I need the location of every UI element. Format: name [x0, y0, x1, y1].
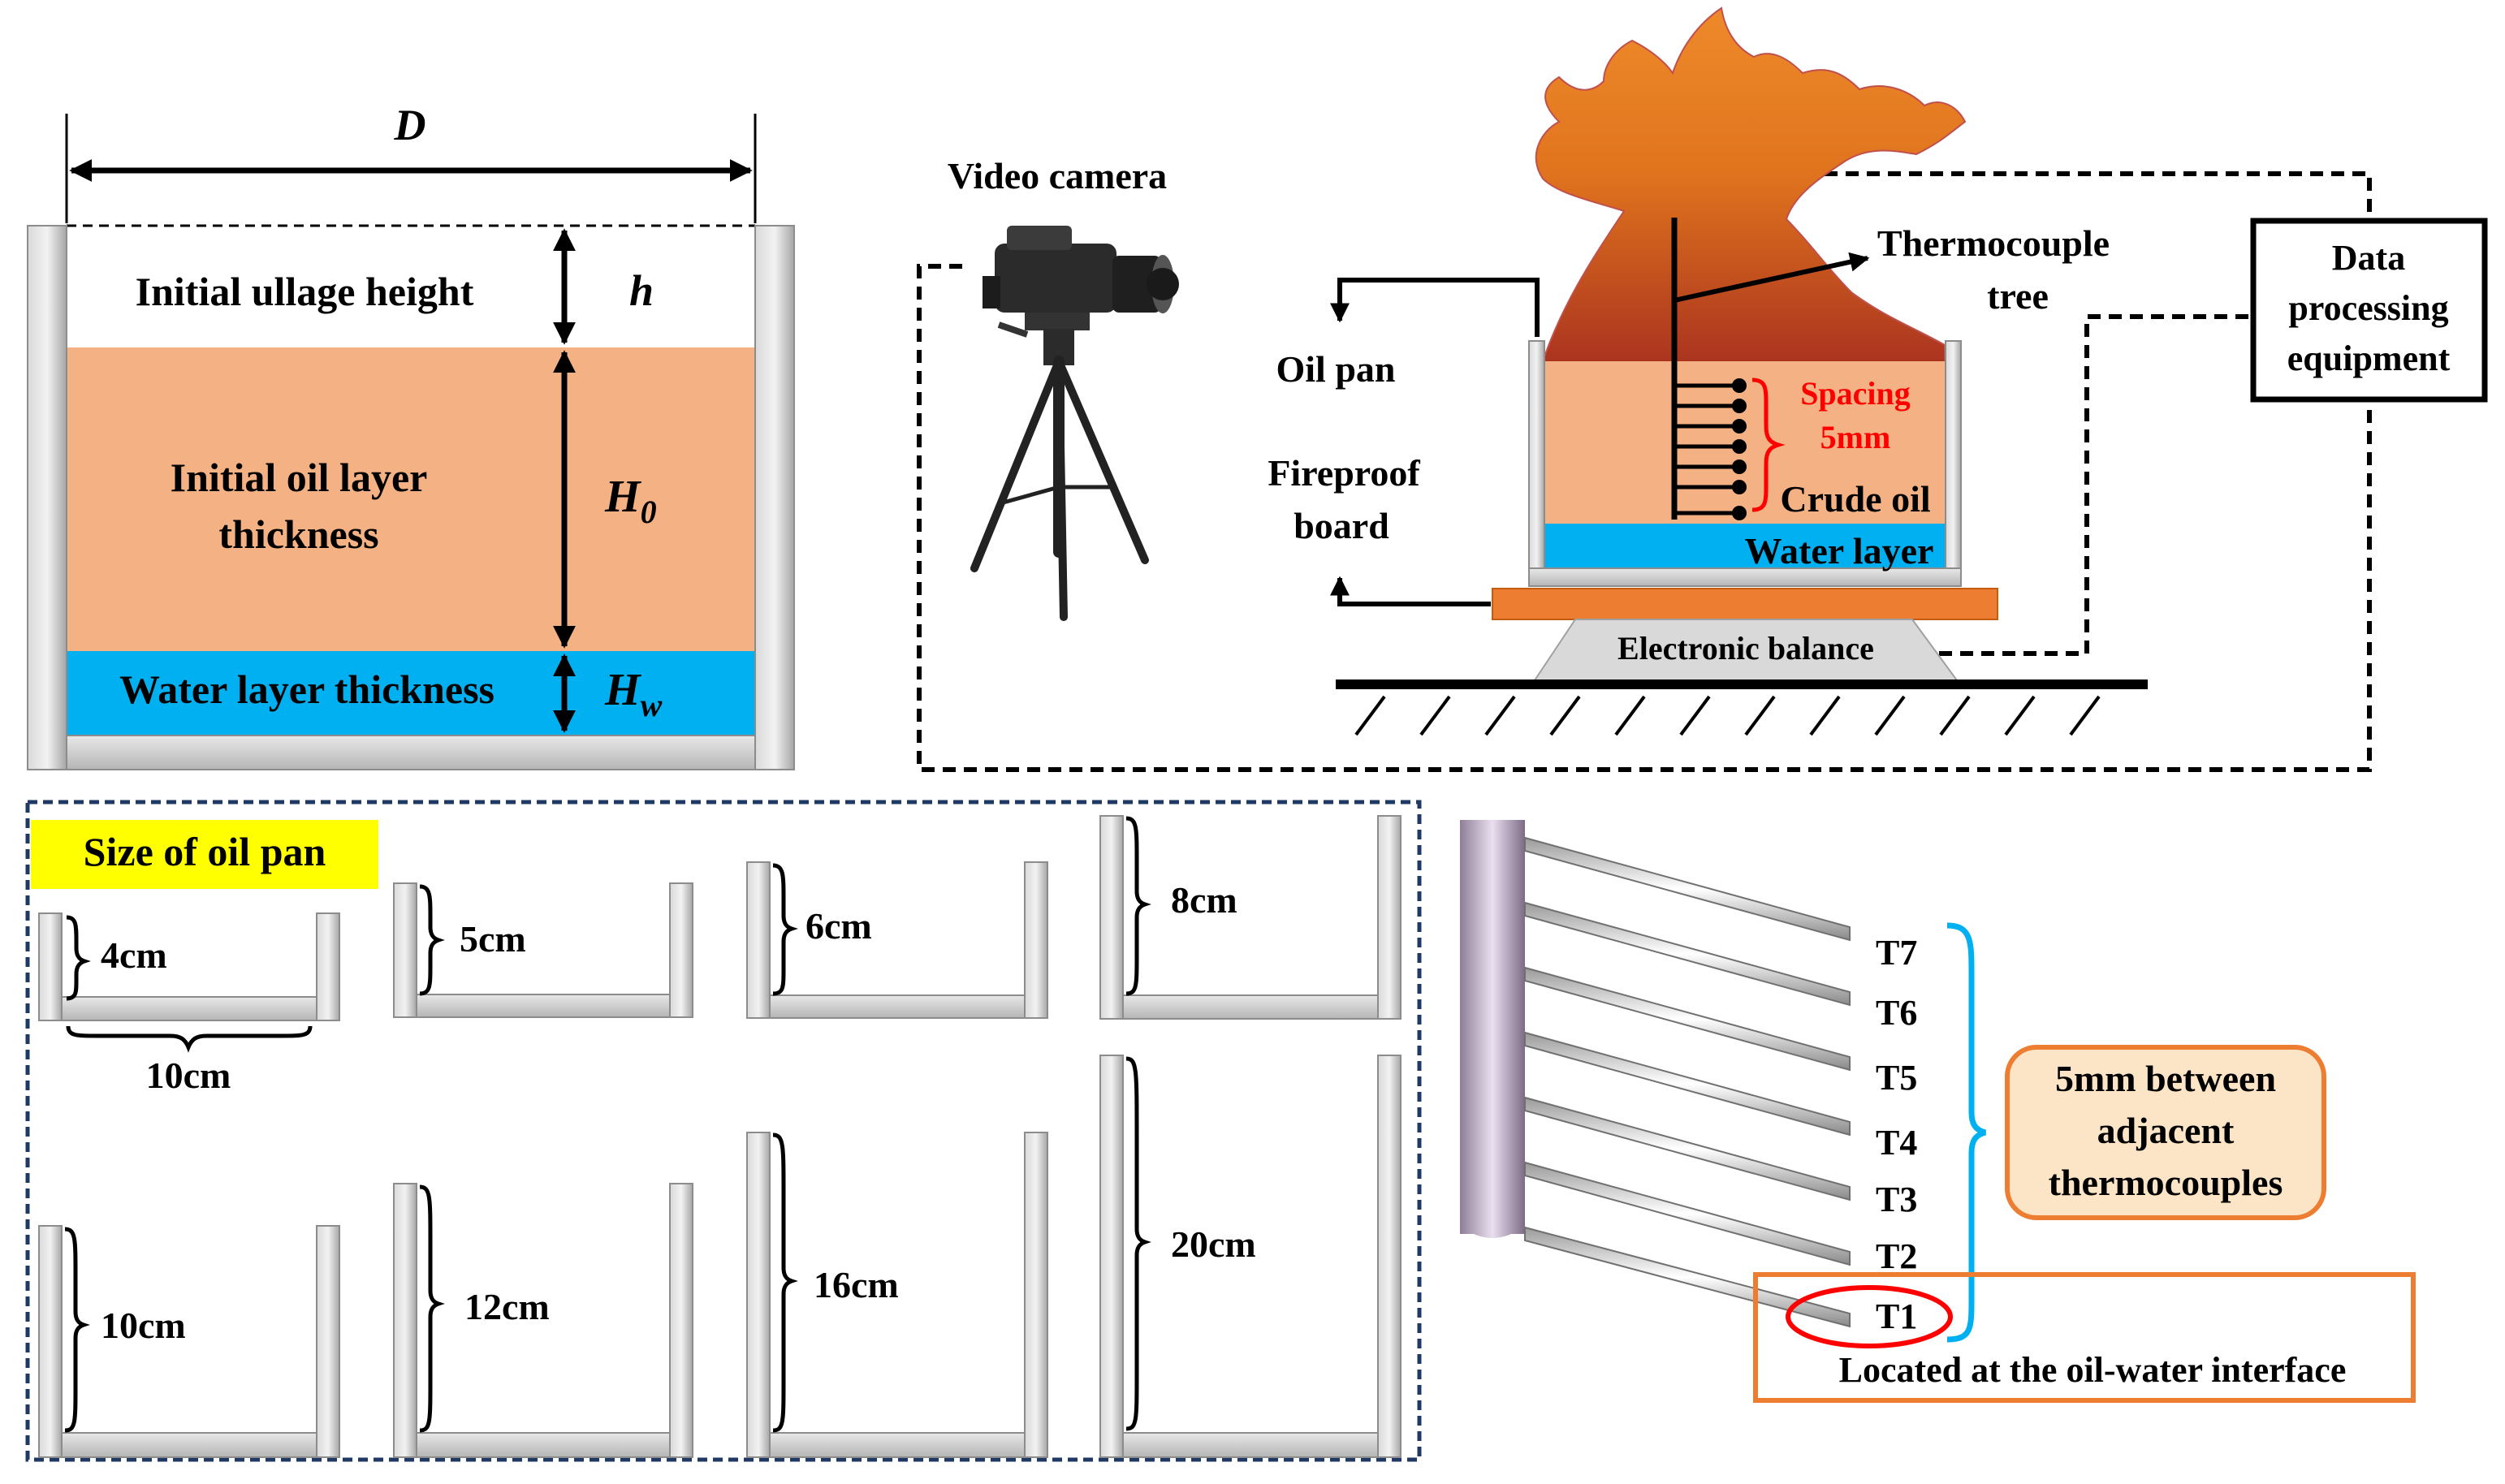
pan-height-12cm: 12cm — [464, 1286, 550, 1327]
spacing-info-line3: thermocouples — [2049, 1162, 2283, 1203]
flame-shape — [1535, 6, 1967, 374]
ground-hatching — [1354, 695, 2101, 736]
thermocouple-label-line2: tree — [1987, 275, 2049, 317]
pan-height-10cm: 10cm — [101, 1305, 186, 1346]
pan-6cm — [746, 861, 1048, 1019]
setup-pan-base — [1528, 567, 1962, 587]
water-layer — [67, 651, 755, 736]
data-box-line3: equipment — [2287, 339, 2451, 378]
label-t7: T7 — [1876, 933, 1917, 973]
data-box-line2: processing — [2288, 288, 2448, 328]
d-label: D — [394, 101, 426, 149]
rod-t3 — [1524, 1096, 1851, 1201]
spacing-label-line1: Spacing — [1800, 375, 1911, 412]
spacing-info-box — [2005, 1045, 2326, 1220]
hw-base: H — [604, 665, 641, 715]
thermocouple-rods — [1524, 836, 1851, 1328]
pan-height-16cm: 16cm — [814, 1264, 899, 1305]
experimental-setup: Video camera Thermocouple tree — [917, 6, 2488, 772]
pan-height-6cm: 6cm — [805, 905, 872, 947]
rod-t1 — [1524, 1226, 1851, 1328]
pan-4cm — [38, 912, 340, 1053]
thermocouple-bracket — [1946, 922, 1987, 1343]
pan-width-label: 10cm — [146, 1055, 231, 1096]
h0-label: H0 — [604, 472, 657, 530]
rod-t7 — [1524, 836, 1851, 942]
label-t2: T2 — [1876, 1236, 1917, 1276]
oil-pan-label: Oil pan — [1276, 348, 1395, 390]
water-layer-label: Water layer — [1745, 530, 1934, 572]
rod-t6 — [1524, 901, 1851, 1007]
label-t1: T1 — [1876, 1296, 1917, 1336]
oil-label-line1: Initial oil layer — [171, 455, 428, 500]
fireproof-label-line2: board — [1294, 505, 1389, 546]
setup-water-layer — [1544, 524, 1946, 568]
h-label: h — [629, 266, 654, 315]
spacing-info-line1: 5mm between — [2055, 1058, 2276, 1099]
ullage-label: Initial ullage height — [136, 269, 474, 314]
fireproof-arrow — [1330, 576, 1491, 606]
pan-height-4cm: 4cm — [101, 934, 167, 976]
thermocouple-arrow — [1674, 252, 1870, 303]
pan-wall-right — [754, 225, 795, 770]
spacing-info-line2: adjacent — [2097, 1110, 2235, 1151]
label-t3: T3 — [1876, 1180, 1917, 1219]
thermocouple-tree-probes — [1674, 383, 1738, 516]
spacing-label-line2: 5mm — [1820, 419, 1891, 455]
thermocouple-stem — [1460, 820, 1525, 1234]
thermocouple-label-line1: Thermocouple — [1877, 222, 2110, 264]
rod-t2 — [1524, 1161, 1851, 1266]
pan-5cm — [393, 882, 693, 1018]
setup-pan-wall-left — [1528, 340, 1545, 569]
hw-label: Hw — [604, 665, 663, 723]
setup-pan-wall-right — [1945, 340, 1962, 569]
pan-8cm — [1099, 815, 1402, 1020]
tripod-icon — [970, 329, 1149, 621]
balance-dashed-connection — [1918, 314, 2257, 656]
pan-base — [66, 735, 756, 770]
interface-label: Located at the oil-water interface — [1839, 1350, 2347, 1390]
camera-label: Video camera — [948, 155, 1167, 196]
pan-sizes-title-bg — [31, 820, 378, 889]
pan-height-20cm: 20cm — [1171, 1223, 1256, 1265]
water-label: Water layer thickness — [119, 667, 495, 712]
pan-sizes-panel: Size of oil pan 4cm 10cm 5cm 6cm — [25, 800, 1422, 1462]
pan-10cm — [38, 1225, 340, 1458]
pan-sizes-border — [25, 800, 1422, 1462]
pan-12cm — [393, 1183, 693, 1458]
interface-box — [1753, 1272, 2416, 1403]
thermocouple-detail: T7 T6 T5 T4 T3 T2 T1 5mm between adjacen… — [1460, 820, 2416, 1403]
hw-sub: w — [641, 687, 663, 723]
h0-base: H — [604, 472, 641, 522]
thermocouple-tree-tips — [1732, 378, 1747, 520]
balance-label: Electronic balance — [1617, 630, 1874, 667]
fireproof-board — [1492, 588, 1998, 620]
video-camera-icon — [983, 226, 1179, 338]
label-t5: T5 — [1876, 1058, 1917, 1098]
t1-highlight — [1786, 1285, 1953, 1348]
label-t4: T4 — [1876, 1123, 1917, 1163]
rod-t4 — [1524, 1031, 1851, 1137]
stem-bottom-curve — [1460, 1226, 1525, 1238]
label-t6: T6 — [1876, 993, 1917, 1033]
h0-sub: 0 — [641, 494, 657, 530]
camera-dashed-connection — [917, 171, 2372, 772]
spacing-brace — [1751, 377, 1786, 512]
pan-height-5cm: 5cm — [460, 918, 526, 960]
oil-pan-arrow — [1330, 278, 1540, 337]
oil-label-line2: thickness — [218, 511, 378, 557]
data-box-line1: Data — [2332, 238, 2405, 278]
pan-height-8cm: 8cm — [1171, 879, 1237, 921]
pan-sizes-title: Size of oil pan — [84, 829, 326, 874]
oil-layer — [67, 347, 755, 651]
pan-schematic: D Initial ullage height Initial oil laye… — [27, 101, 795, 770]
pan-wall-left — [27, 225, 67, 770]
data-processing-box — [2250, 218, 2488, 403]
pan-16cm — [746, 1132, 1048, 1458]
rod-t5 — [1524, 966, 1851, 1072]
fireproof-label-line1: Fireproof — [1268, 452, 1420, 494]
crude-oil-label: Crude oil — [1780, 478, 1930, 520]
pan-20cm — [1099, 1055, 1402, 1458]
